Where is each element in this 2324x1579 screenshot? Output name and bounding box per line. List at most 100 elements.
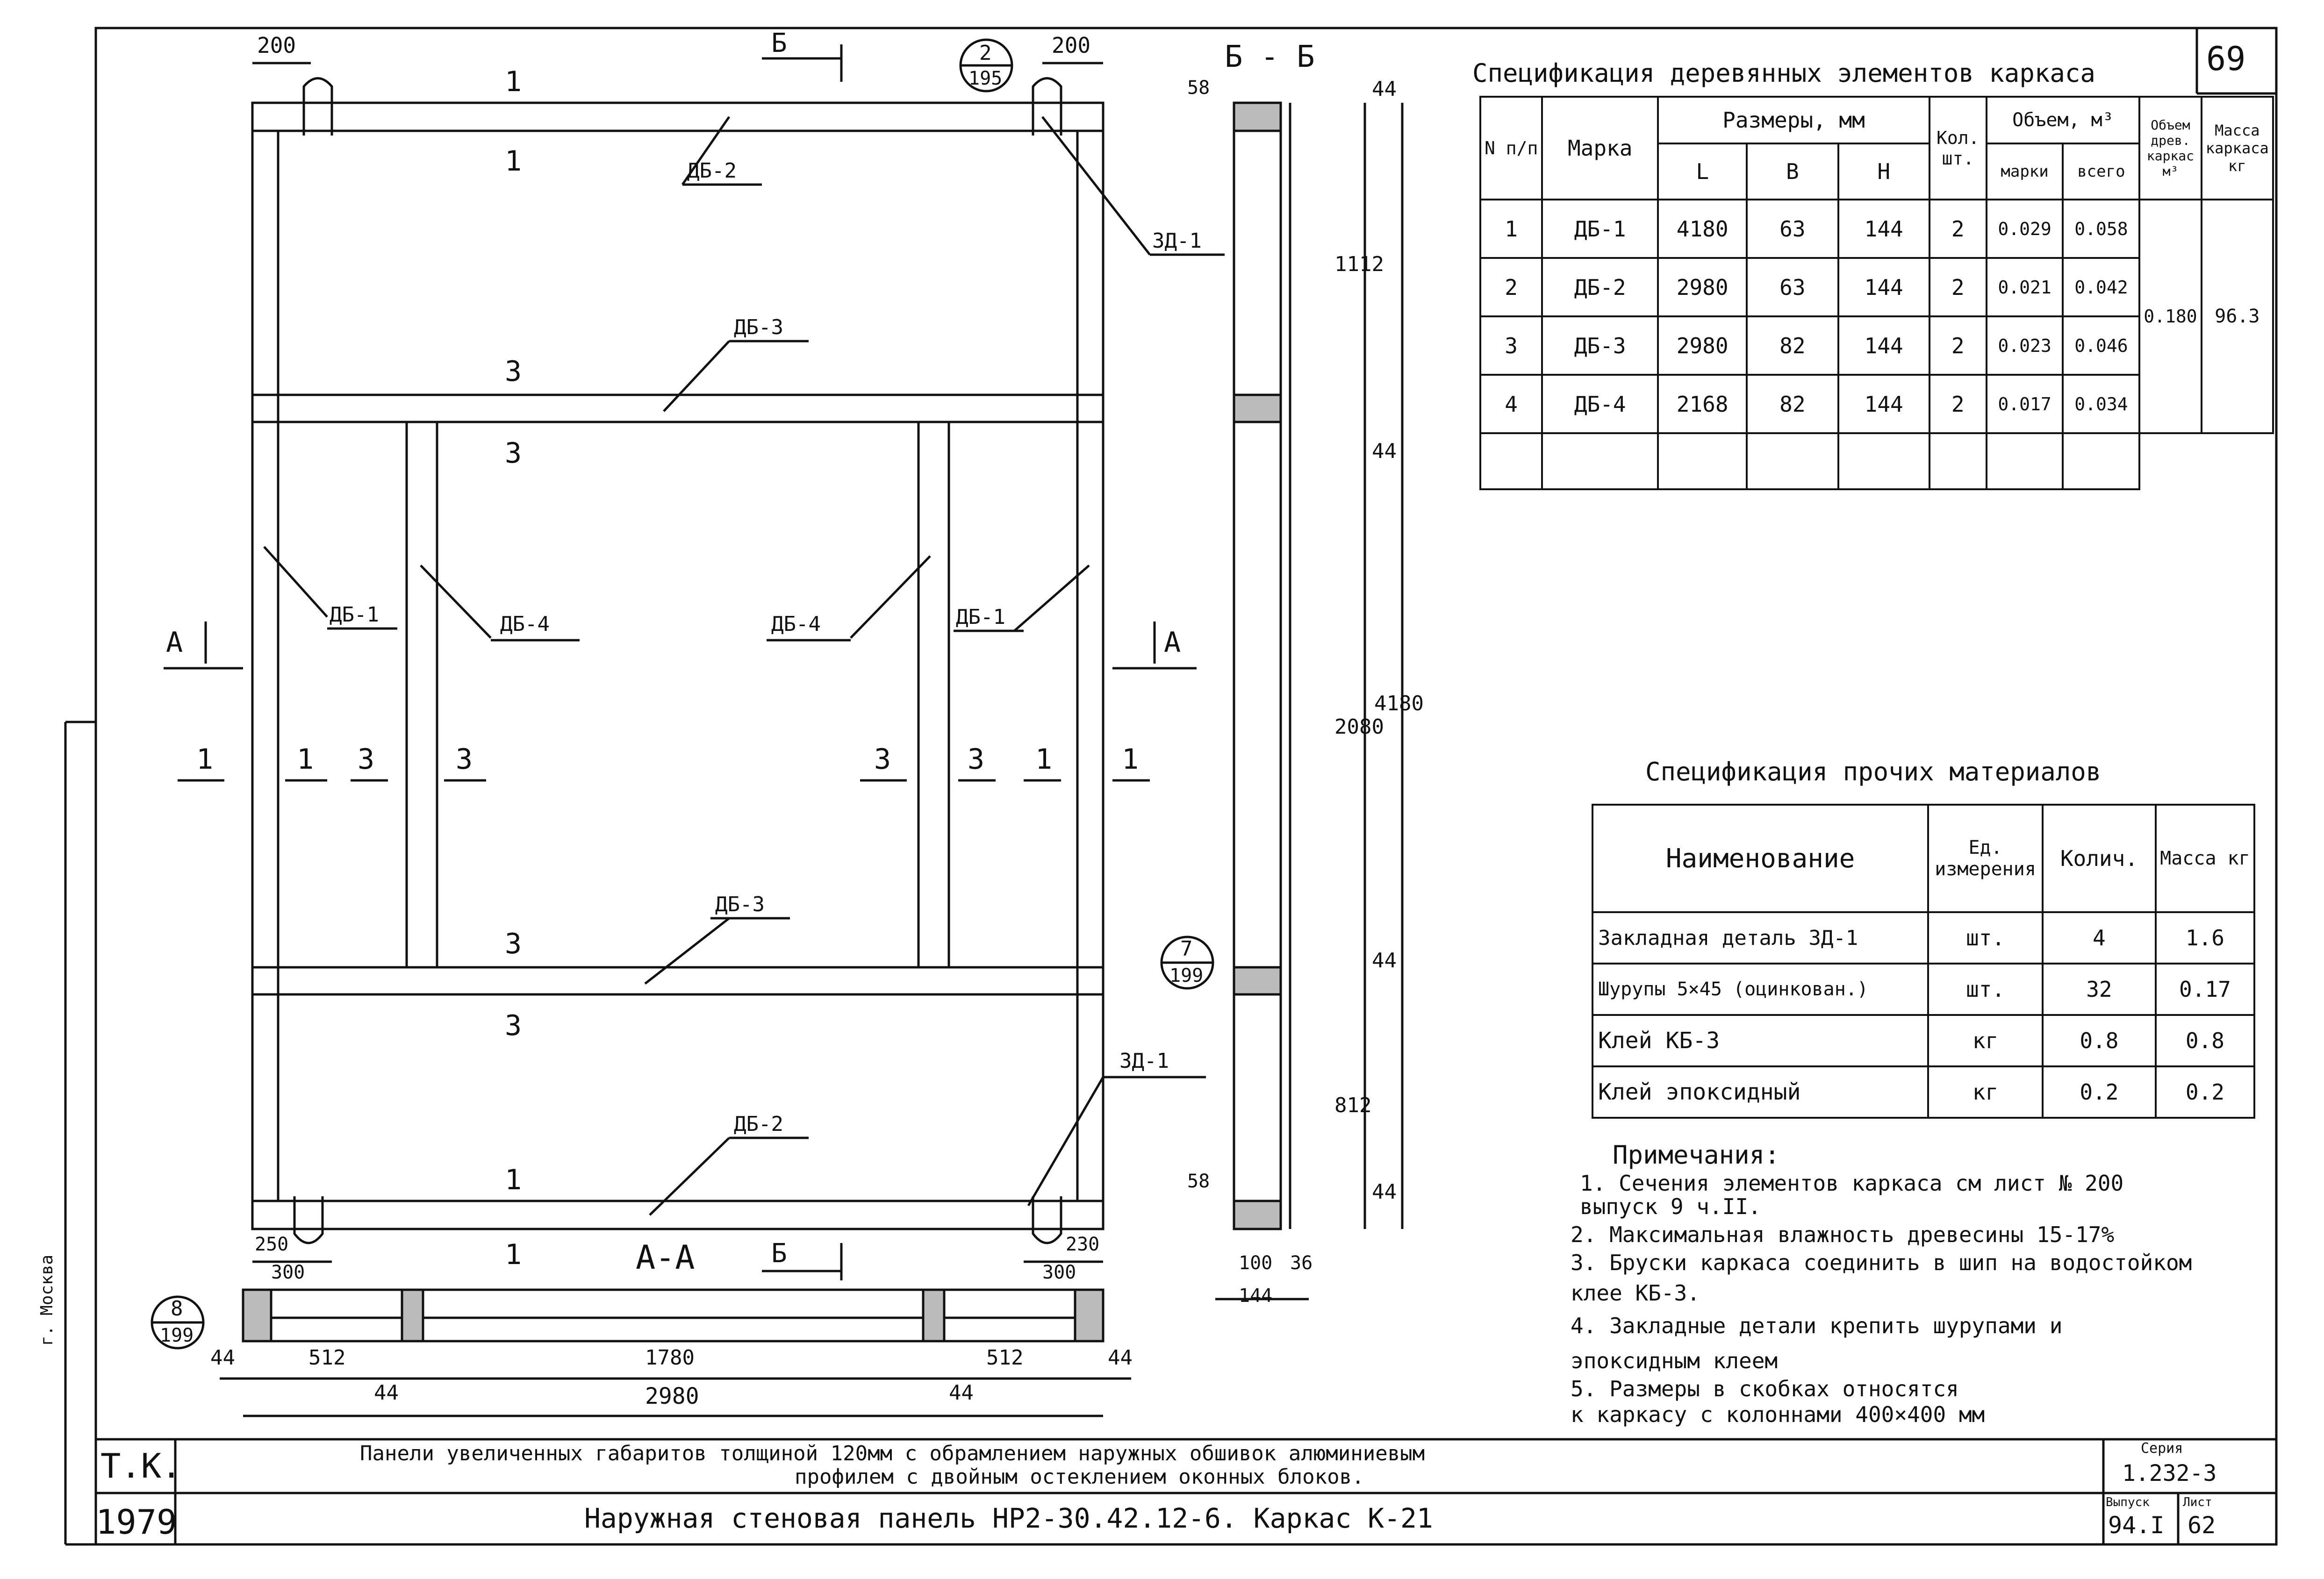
section-aa-title: А-А [636, 1238, 695, 1277]
wood-h-qty: Кол. шт. [1928, 96, 1987, 200]
wood-r4-H: 144 [1837, 374, 1930, 434]
other-h-mass: Масса кг [2154, 804, 2256, 913]
wood-r3-vt: 0.046 [2062, 315, 2141, 376]
leader-db4-left [420, 564, 492, 639]
note-5: 5. Размеры в скобках относятся [1571, 1376, 1959, 1401]
title-city: г. Москва [37, 1254, 57, 1346]
other-r3-name: Клей КБ-3 [1591, 1014, 1929, 1067]
wood-r1-vt: 0.058 [2062, 199, 2141, 259]
note-1: 1. Сечения элементов каркаса см лист № 2… [1580, 1171, 2124, 1196]
frame-outer [251, 101, 1105, 1230]
section-b-top-label: Б [771, 28, 787, 58]
wood-r2-mark: ДБ-2 [1541, 257, 1659, 317]
bb-dim-44-top: 44 [1372, 77, 1397, 101]
member-db2-bottom: ДБ-2 [734, 1112, 783, 1136]
section-b-bottom-label: Б [771, 1238, 787, 1269]
bottom-dim-230: 230 [1066, 1234, 1100, 1255]
bb-dim-58-top: 58 [1187, 77, 1210, 99]
bb-section-outline [1233, 101, 1282, 1230]
bottom-dim-300-right: 300 [1042, 1262, 1076, 1283]
left-post-db4 [405, 421, 438, 969]
wood-spec-title: Спецификация деревянных элементов каркас… [1472, 58, 2095, 88]
cut-label-3-b: 3 [505, 437, 522, 470]
leader-zd1-top [1041, 116, 1151, 256]
other-r4-mass: 0.2 [2154, 1065, 2256, 1119]
cut-label-3-row-c: 3 [874, 743, 891, 776]
wood-r3-vm: 0.023 [1985, 315, 2064, 376]
cut-label-3-row-b: 3 [456, 743, 473, 776]
embed-loop-tl [302, 77, 333, 136]
wood-r1-H: 144 [1837, 199, 1930, 259]
wood-r4-n: 4 [1479, 374, 1543, 434]
wood-r4-vt: 0.034 [2062, 374, 2141, 434]
member-zd1-bottom: ЗД-1 [1119, 1049, 1169, 1073]
bb-dim-44-upper: 44 [1372, 439, 1397, 463]
title-series-label: Серия [2141, 1440, 2183, 1457]
bb-dim-58-bottom: 58 [1187, 1171, 1210, 1192]
bb-dim-2080: 2080 [1334, 715, 1384, 739]
other-r3-qty: 0.8 [2041, 1014, 2157, 1067]
aa-block-db4-right [922, 1288, 946, 1343]
other-h-name: Наименование [1591, 804, 1929, 913]
wood-r1-vm: 0.029 [1985, 199, 2064, 259]
title-issue: 94.I [2108, 1512, 2165, 1539]
leader-db3-top [663, 340, 730, 412]
wood-r4-L: 2168 [1657, 374, 1748, 434]
wood-r1-B: 63 [1746, 199, 1839, 259]
wood-total-volume: 0.180 [2138, 199, 2202, 434]
aa-block-left [242, 1288, 273, 1343]
wood-spec-table: N п/п Марка Размеры, мм Кол. шт. Объем, … [1479, 96, 2274, 490]
wood-r4-B: 82 [1746, 374, 1839, 434]
sheet-number: 69 [2206, 40, 2246, 78]
other-r4-unit: кг [1927, 1065, 2044, 1119]
wood-r3-B: 82 [1746, 315, 1839, 376]
other-r1-unit: шт. [1927, 911, 2044, 965]
wood-h-sizes: Размеры, мм [1657, 96, 1930, 144]
title-sheet: 62 [2188, 1512, 2216, 1539]
title-year: 1979 [96, 1502, 177, 1542]
title-issue-label: Выпуск [2106, 1495, 2150, 1509]
member-db3-bottom: ДБ-3 [715, 893, 765, 916]
aa-subdim-44-left: 44 [374, 1381, 399, 1405]
right-post-db4 [917, 421, 950, 969]
cut-label-1-row-d: 1 [1122, 743, 1139, 776]
bb-dim-812: 812 [1334, 1093, 1372, 1117]
leader-db3-bottom [644, 917, 730, 985]
cut-label-3-row-a: 3 [358, 743, 375, 776]
title-line2: профилем с двойным остеклением оконных б… [795, 1465, 1364, 1489]
bb-block-bottom [1233, 1200, 1282, 1230]
wood-h-H: H [1837, 143, 1930, 200]
wood-r3-mark: ДБ-3 [1541, 315, 1659, 376]
wood-empty-1 [1479, 432, 1543, 490]
other-r4-qty: 0.2 [2041, 1065, 2157, 1119]
bb-dim-36: 36 [1290, 1252, 1313, 1274]
note-5b: к каркасу с колоннами 400×400 мм [1571, 1402, 1985, 1427]
bb-block-top [1233, 101, 1282, 132]
bb-dim-44-bottom: 44 [1372, 1180, 1397, 1204]
wood-r4-vm: 0.017 [1985, 374, 2064, 434]
member-db4-left: ДБ-4 [500, 612, 550, 636]
wood-h-B: B [1746, 143, 1839, 200]
bb-callout-sheet: 199 [1169, 965, 1204, 986]
bb-block-db3-top [1233, 393, 1282, 423]
title-series: 1.232-3 [2122, 1460, 2217, 1486]
lower-rail-db3 [251, 966, 1105, 996]
aa-dim-512-left: 512 [308, 1346, 346, 1370]
wood-r3-n: 3 [1479, 315, 1543, 376]
other-r3-unit: кг [1927, 1014, 2044, 1067]
wood-r4-qty: 2 [1928, 374, 1987, 434]
top-dim-right: 200 [1052, 33, 1091, 58]
cut-label-3-d: 3 [505, 1009, 522, 1042]
wood-r2-vt: 0.042 [2062, 257, 2141, 317]
other-r2-unit: шт. [1927, 963, 2044, 1016]
wood-h-vol-mark: марки [1985, 143, 2064, 200]
other-r2-name: Шурупы 5×45 (оцинкован.) [1591, 963, 1929, 1016]
wood-r1-mark: ДБ-1 [1541, 199, 1659, 259]
note-4b: эпоксидным клеем [1571, 1348, 1778, 1373]
aa-section-outline [242, 1288, 1105, 1343]
title-org: Т.К. [100, 1446, 182, 1486]
aa-callout-num: 8 [171, 1297, 183, 1321]
cut-label-3-c: 3 [505, 928, 522, 960]
wood-r3-H: 144 [1837, 315, 1930, 376]
